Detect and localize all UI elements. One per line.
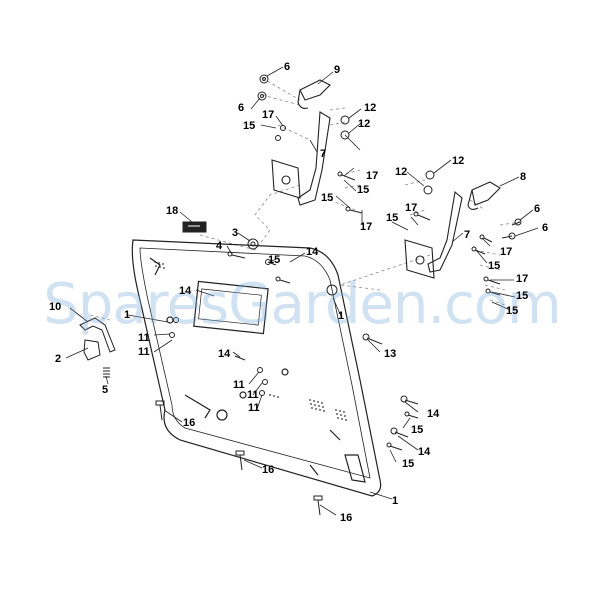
callout-3: 3	[232, 227, 239, 239]
callout-16: 16	[183, 417, 196, 429]
callout-12: 12	[358, 118, 371, 130]
callout-14: 14	[179, 285, 192, 297]
callout-11: 11	[247, 389, 259, 401]
callout-15: 15	[386, 212, 399, 224]
leader-lines	[65, 66, 539, 516]
callout-7: 7	[320, 148, 327, 160]
callout-10: 10	[49, 301, 62, 313]
callout-15: 15	[411, 424, 424, 436]
callout-1: 1	[392, 495, 399, 507]
bracket-left	[271, 79, 331, 206]
callout-15: 15	[488, 260, 501, 272]
callout-15: 15	[506, 305, 519, 317]
callout-17: 17	[516, 273, 529, 285]
callout-7: 7	[464, 229, 471, 241]
callout-11: 11	[233, 379, 245, 391]
assembly-guide-lines	[89, 77, 521, 321]
callout-8: 8	[520, 171, 527, 183]
callout-17: 17	[262, 109, 275, 121]
callout-15: 15	[321, 192, 334, 204]
callout-6: 6	[238, 102, 245, 114]
callout-17: 17	[366, 170, 379, 182]
callout-15: 15	[516, 290, 529, 302]
main-panel	[131, 239, 382, 497]
callout-11: 11	[248, 402, 260, 414]
callout-15: 15	[243, 120, 256, 132]
callout-17: 17	[360, 221, 373, 233]
callout-12: 12	[395, 166, 408, 178]
callout-17: 17	[500, 246, 513, 258]
callout-6: 6	[534, 203, 541, 215]
lever-assembly	[79, 317, 116, 378]
callout-11: 11	[138, 346, 150, 358]
callout-12: 12	[364, 102, 377, 114]
callout-2: 2	[55, 353, 62, 365]
callout-13: 13	[384, 348, 397, 360]
callout-17: 17	[405, 202, 418, 214]
callout-16: 16	[262, 464, 275, 476]
callout-12: 12	[452, 155, 465, 167]
callout-6: 6	[284, 61, 291, 73]
callout-11: 11	[138, 332, 150, 344]
callout-15: 15	[402, 458, 415, 470]
callout-14: 14	[218, 348, 231, 360]
callout-1: 1	[124, 309, 131, 321]
decal-18	[182, 221, 207, 233]
vent-grid	[154, 261, 347, 421]
callout-6: 6	[542, 222, 549, 234]
callout-4: 4	[216, 240, 223, 252]
callout-5: 5	[102, 384, 109, 396]
callout-15: 15	[357, 184, 370, 196]
callout-15: 15	[268, 254, 281, 266]
callout-16: 16	[340, 512, 353, 524]
callout-14: 14	[418, 446, 431, 458]
callout-14: 14	[427, 408, 440, 420]
callout-18: 18	[166, 205, 179, 217]
callout-1: 1	[338, 310, 345, 322]
bracket-right	[404, 181, 501, 279]
callout-14: 14	[306, 246, 319, 258]
callout-9: 9	[334, 64, 341, 76]
